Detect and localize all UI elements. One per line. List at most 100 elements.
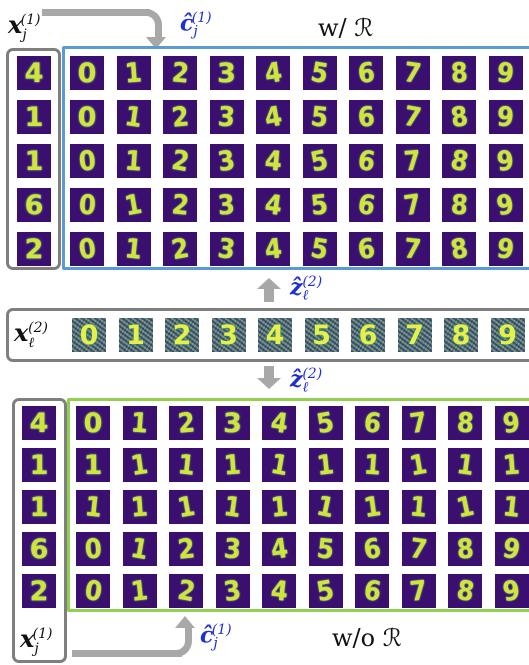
without-r-sample: 9 <box>495 532 529 566</box>
noisy-content-digit: 7 <box>398 318 432 352</box>
with-r-sample: 4 <box>256 144 290 178</box>
with-r-sample: 6 <box>349 188 383 222</box>
with-r-sample-glyph: 1 <box>123 102 144 131</box>
with-r-sample-glyph: 3 <box>217 191 236 219</box>
without-r-sample-glyph: 8 <box>454 576 475 606</box>
with-r-sample: 7 <box>396 100 430 134</box>
without-r-sample-glyph: 4 <box>269 577 289 606</box>
without-r-sample-glyph: 1 <box>268 450 289 480</box>
noisy-content-digit: 9 <box>491 318 525 352</box>
with-r-sample: 7 <box>396 56 430 90</box>
with-r-sample-glyph: 1 <box>124 147 143 175</box>
with-r-sample: 8 <box>442 100 476 134</box>
with-r-sample: 8 <box>442 232 476 266</box>
without-r-sample: 1 <box>262 448 296 482</box>
without-r-sample-glyph: 1 <box>362 492 383 521</box>
without-r-sample-glyph: 5 <box>315 576 336 606</box>
with-r-sample-glyph: 5 <box>308 146 330 176</box>
without-r-sample: 2 <box>169 574 203 608</box>
without-r-sample: 1 <box>216 490 250 524</box>
with-r-sample: 2 <box>163 232 197 266</box>
without-r-sample: 1 <box>216 448 250 482</box>
with-r-sample: 3 <box>210 100 244 134</box>
c-hat-j1-label-bottom: ĉj(1) <box>200 622 238 652</box>
without-r-sample: 1 <box>402 448 436 482</box>
with-r-sample-glyph: 7 <box>403 147 422 175</box>
without-r-sample-glyph: 0 <box>84 535 103 563</box>
with-r-sample: 6 <box>349 56 383 90</box>
arrow-down <box>257 378 281 389</box>
with-r-sample-glyph: 8 <box>449 102 470 131</box>
with-r-sample-glyph: 0 <box>78 191 97 219</box>
without-r-sample-glyph: 1 <box>502 493 522 522</box>
without-r-sample-glyph: 9 <box>501 534 522 564</box>
with-r-sample: 4 <box>256 100 290 134</box>
without-r-sample-glyph: 1 <box>314 492 336 522</box>
without-r-sample-glyph: 1 <box>222 492 243 521</box>
with-r-sample: 1 <box>117 144 151 178</box>
input-digit-bottom: 6 <box>22 532 56 566</box>
input-digit-bottom-glyph: 4 <box>30 410 49 437</box>
without-r-sample: 1 <box>169 448 203 482</box>
with-r-sample-glyph: 9 <box>495 234 516 263</box>
with-r-sample-glyph: 6 <box>357 103 376 131</box>
z-hat-l2-label-top: ẑℓ(2) <box>290 274 328 305</box>
noisy-content-digit-glyph: 7 <box>405 322 424 349</box>
without-r-sample: 5 <box>309 574 343 608</box>
with-r-sample-glyph: 1 <box>124 59 143 87</box>
without-r-sample: 2 <box>169 532 203 566</box>
noisy-content-digit-glyph: 0 <box>80 322 99 349</box>
without-r-sample-glyph: 1 <box>83 493 103 522</box>
without-r-sample: 1 <box>355 490 389 524</box>
arrow-bottom-curve <box>162 627 192 657</box>
with-r-sample-glyph: 4 <box>263 147 282 175</box>
with-r-sample: 8 <box>442 56 476 90</box>
with-r-sample-glyph: 0 <box>77 147 97 176</box>
with-r-sample-glyph: 6 <box>355 190 376 220</box>
without-r-sample-glyph: 1 <box>84 452 103 479</box>
without-r-sample: 6 <box>355 532 389 566</box>
input-digit-top: 1 <box>17 144 51 178</box>
with-r-sample: 0 <box>70 188 104 222</box>
noisy-content-digit-glyph: 1 <box>126 322 145 349</box>
without-r-sample: 8 <box>448 406 482 440</box>
input-digit-bottom-glyph: 1 <box>30 452 49 479</box>
with-r-sample: 4 <box>256 188 290 222</box>
input-digit-bottom: 2 <box>22 574 56 608</box>
without-r-sample-glyph: 8 <box>456 409 474 437</box>
noisy-content-digit-glyph: 3 <box>219 322 238 349</box>
without-r-sample-glyph: 0 <box>83 576 104 605</box>
with-r-sample-glyph: 8 <box>448 234 469 264</box>
without-r-sample-glyph: 1 <box>129 450 150 479</box>
noisy-content-digit-glyph: 2 <box>173 322 192 349</box>
input-digit-bottom: 4 <box>22 406 56 440</box>
without-r-sample-glyph: 1 <box>408 450 429 480</box>
without-r-sample: 7 <box>402 406 436 440</box>
without-r-sample: 6 <box>355 406 389 440</box>
without-r-sample: 1 <box>262 490 296 524</box>
without-r-sample: 0 <box>76 532 110 566</box>
without-r-sample: 1 <box>448 490 482 524</box>
with-r-sample: 2 <box>163 100 197 134</box>
with-r-sample-glyph: 1 <box>124 235 144 264</box>
with-r-sample-glyph: 5 <box>309 58 330 88</box>
c-hat-j1-label-top: ĉj(1) <box>180 10 218 40</box>
without-r-sample: 3 <box>216 406 250 440</box>
with-r-sample: 1 <box>117 188 151 222</box>
noisy-content-digit: 2 <box>165 318 199 352</box>
without-r-sample: 0 <box>76 406 110 440</box>
input-digit-bottom-glyph: 6 <box>30 536 49 563</box>
with-r-sample-glyph: 3 <box>216 146 237 175</box>
without-r-sample: 1 <box>402 490 436 524</box>
with-r-sample-glyph: 9 <box>496 103 515 131</box>
without-r-sample: 1 <box>309 490 343 524</box>
with-r-sample: 2 <box>163 188 197 222</box>
without-r-sample: 2 <box>169 406 203 440</box>
with-r-sample-glyph: 4 <box>263 235 283 264</box>
with-r-sample: 2 <box>163 56 197 90</box>
with-r-sample-glyph: 8 <box>450 59 468 87</box>
without-r-sample: 8 <box>448 532 482 566</box>
with-r-sample: 2 <box>163 144 197 178</box>
without-r-sample-glyph: 1 <box>130 409 149 437</box>
without-r-sample-glyph: 1 <box>130 493 149 521</box>
